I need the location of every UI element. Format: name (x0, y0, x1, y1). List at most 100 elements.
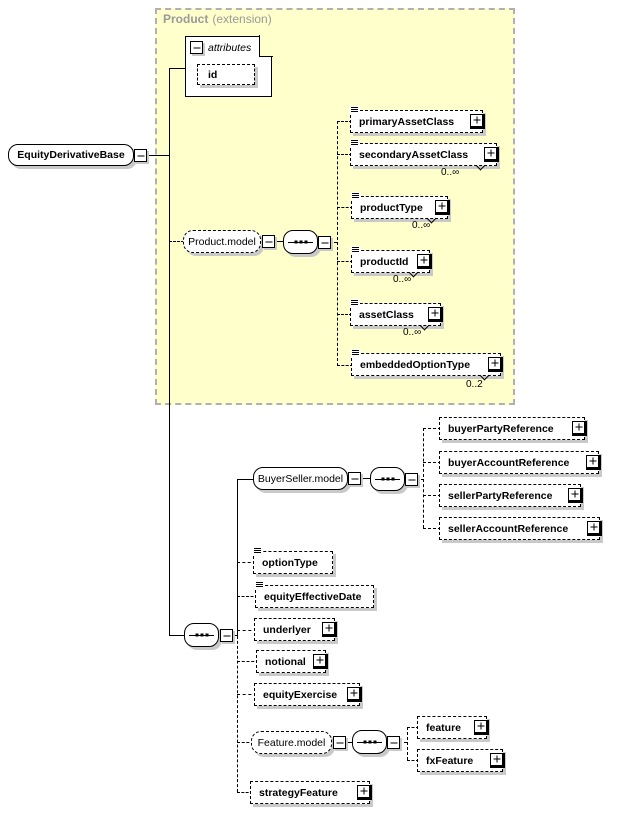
connector-line (169, 68, 170, 636)
element-node-productType[interactable]: productType (351, 192, 450, 224)
element-label: buyerAccountReference (448, 456, 570, 469)
element-node-productId[interactable]: productId (351, 246, 432, 278)
connector-line (237, 661, 259, 662)
sequence-compositor[interactable] (184, 623, 219, 647)
element-node-equityExercise[interactable]: equityExercise (254, 683, 362, 706)
expand-icon[interactable] (484, 146, 499, 162)
model-group-node-Feature-model[interactable]: Feature.model (251, 731, 332, 754)
expand-icon[interactable] (490, 752, 505, 768)
collapse-icon[interactable] (348, 472, 361, 485)
element-node-sellerAccountReference[interactable]: sellerAccountReference (439, 517, 602, 540)
expand-icon[interactable] (470, 113, 485, 129)
text-content-icon (351, 349, 361, 357)
element-node-embeddedOptionType[interactable]: embeddedOptionType (351, 349, 503, 381)
collapse-icon[interactable] (387, 736, 400, 749)
element-label: equityExercise (263, 688, 338, 701)
connector-line (423, 495, 441, 496)
element-node-EquityDerivativeBase[interactable]: EquityDerivativeBase (8, 144, 134, 166)
connector-line (337, 121, 338, 366)
connector-line (237, 630, 257, 631)
expand-icon[interactable] (474, 719, 489, 735)
expand-icon[interactable] (586, 454, 601, 470)
extension-header: Product(extension) (163, 12, 272, 26)
element-node-fxFeature[interactable]: fxFeature (417, 749, 505, 772)
connector-line (169, 635, 186, 636)
element-node-strategyFeature[interactable]: strategyFeature (250, 781, 372, 804)
expand-icon[interactable] (417, 253, 432, 269)
element-node-assetClass[interactable]: assetClass (350, 299, 443, 331)
expand-icon[interactable] (347, 686, 362, 702)
element-label: buyerPartyReference (448, 422, 554, 435)
expand-icon[interactable] (357, 784, 372, 800)
expand-icon[interactable] (587, 520, 602, 536)
expand-icon[interactable] (572, 420, 587, 436)
element-node-buyerAccountReference[interactable]: buyerAccountReference (439, 451, 601, 474)
occurrence-label: 0..∞ (412, 220, 431, 231)
occurrence-label: 0..∞ (393, 274, 412, 285)
text-content-icon (350, 299, 360, 307)
collapse-icon[interactable] (405, 473, 418, 486)
model-group-label: Product.model (188, 235, 256, 248)
model-group-node-BuyerSeller-model[interactable]: BuyerSeller.model (253, 467, 348, 490)
element-node-secondaryAssetClass[interactable]: secondaryAssetClass (350, 139, 499, 171)
connector-line (237, 596, 258, 597)
sequence-dots-icon (363, 740, 376, 744)
connector-line (337, 314, 352, 315)
collapse-icon[interactable] (262, 235, 275, 248)
element-label: productType (360, 201, 423, 214)
element-label: equityEffectiveDate (264, 590, 362, 603)
connector-line (237, 694, 257, 695)
connector-line (423, 428, 441, 429)
element-label: assetClass (359, 308, 414, 321)
model-group-label: Feature.model (257, 736, 326, 749)
collapse-icon[interactable] (333, 736, 346, 749)
element-node-equityEffectiveDate[interactable]: equityEffectiveDate (255, 581, 374, 608)
text-content-icon (351, 246, 361, 254)
connector-line (407, 727, 408, 760)
element-node-notional[interactable]: notional (256, 650, 328, 673)
occurrence-label: 0..∞ (403, 327, 422, 338)
attribute-node-id[interactable]: id (197, 64, 255, 85)
connector-line (237, 479, 238, 636)
element-label: strategyFeature (259, 786, 338, 799)
occurrence-label: 0..∞ (441, 167, 460, 178)
expand-icon[interactable] (488, 356, 503, 372)
element-node-optionType[interactable]: optionType (253, 547, 333, 574)
connector-line (328, 242, 337, 243)
collapse-icon[interactable] (220, 629, 233, 642)
attribute-label: id (208, 68, 218, 81)
expand-icon[interactable] (322, 621, 337, 637)
expand-icon[interactable] (568, 487, 583, 503)
expand-icon[interactable] (435, 199, 450, 215)
collapse-icon[interactable] (318, 236, 331, 249)
element-node-primaryAssetClass[interactable]: primaryAssetClass (350, 106, 485, 133)
sequence-compositor[interactable] (283, 230, 318, 254)
sequence-compositor[interactable] (370, 467, 405, 491)
expand-icon[interactable] (428, 306, 443, 322)
element-node-underlyer[interactable]: underlyer (254, 618, 337, 641)
element-label: EquityDerivativeBase (17, 149, 125, 161)
element-label: underlyer (263, 623, 311, 636)
element-label: feature (426, 721, 462, 734)
connector-line (169, 68, 186, 69)
connector-line (337, 261, 353, 262)
model-group-node-Product-model[interactable]: Product.model (183, 230, 261, 253)
connector-line (337, 121, 352, 122)
text-content-icon (351, 192, 361, 200)
element-label: secondaryAssetClass (359, 148, 469, 161)
collapse-icon[interactable] (134, 149, 147, 162)
expand-icon[interactable] (313, 653, 328, 669)
element-label: optionType (262, 556, 318, 569)
connector-line (407, 727, 419, 728)
element-node-buyerPartyReference[interactable]: buyerPartyReference (439, 417, 587, 440)
connector-line (337, 154, 352, 155)
element-node-feature[interactable]: feature (417, 716, 489, 739)
element-node-sellerPartyReference[interactable]: sellerPartyReference (439, 484, 583, 507)
attributes-label: attributes (208, 42, 252, 54)
connector-line (231, 635, 238, 636)
connector-line (237, 562, 256, 563)
sequence-compositor[interactable] (352, 730, 387, 754)
connector-line (237, 742, 254, 743)
connector-line (237, 792, 253, 793)
collapse-icon[interactable] (190, 41, 203, 54)
